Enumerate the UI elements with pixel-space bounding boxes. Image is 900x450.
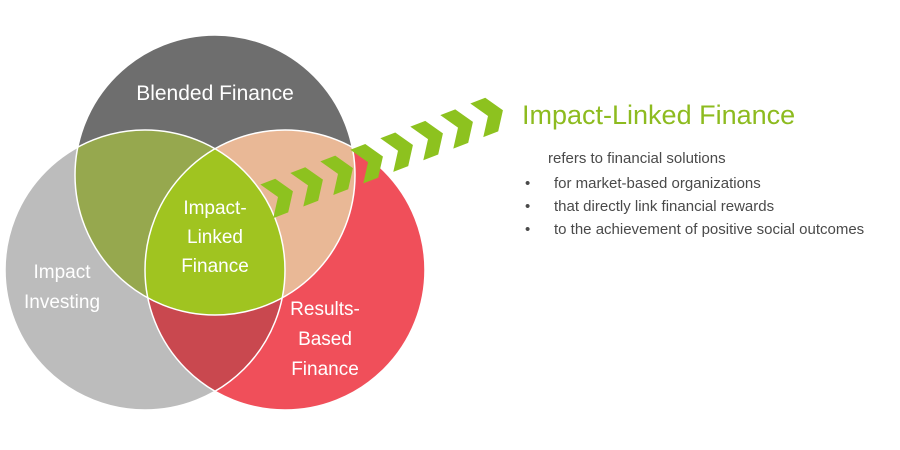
- blended-finance-outline: [74, 34, 356, 316]
- results-based-finance-label-line: Based: [298, 329, 352, 350]
- blended-finance-label-line: Blended Finance: [136, 82, 294, 105]
- chevron-shape: [260, 178, 293, 219]
- chevron-shape: [290, 167, 323, 207]
- results-based-outline: [144, 129, 426, 411]
- bullet-text: that directly link financial rewards: [554, 198, 775, 215]
- results-based-finance-label-line: Results-: [290, 299, 360, 320]
- impact-investing-label-line: Impact: [33, 262, 91, 283]
- impact-linked-finance-label-line: Finance: [181, 256, 249, 277]
- bullet-item: • to the achievement of positive social …: [522, 218, 882, 241]
- description-panel: Impact-Linked Finance refers to financia…: [522, 100, 882, 241]
- bullet-item: • that directly link financial rewards: [522, 195, 882, 218]
- description-bullets: • for market-based organizations • that …: [522, 172, 882, 241]
- chevron-shape: [470, 97, 503, 138]
- bullet-text: for market-based organizations: [554, 175, 761, 192]
- bullet-icon: •: [525, 221, 531, 238]
- chevron-arrow: [260, 97, 503, 219]
- impact-investing-outline: [4, 129, 286, 411]
- bullet-text: to the achievement of positive social ou…: [554, 221, 865, 238]
- description-intro: refers to financial solutions: [548, 150, 726, 167]
- impact-linked-center: [145, 130, 285, 315]
- impact-linked-finance-label-line: Linked: [187, 227, 243, 248]
- impact-linked-finance-label-line: Impact-: [183, 198, 246, 219]
- bullet-icon: •: [525, 175, 531, 192]
- chevron-shape: [440, 109, 473, 149]
- bullet-item: • for market-based organizations: [522, 172, 882, 195]
- results-based-finance-label-line: Finance: [291, 359, 359, 380]
- chevron-shape: [320, 155, 353, 195]
- impact-investing-label-line: Investing: [24, 292, 100, 313]
- chevron-shape: [350, 144, 383, 184]
- bullet-icon: •: [525, 198, 531, 215]
- chevron-shape: [410, 120, 443, 161]
- description-title: Impact-Linked Finance: [522, 100, 796, 130]
- chevron-shape: [380, 132, 413, 172]
- blended-finance-label: Blended Finance: [136, 82, 294, 105]
